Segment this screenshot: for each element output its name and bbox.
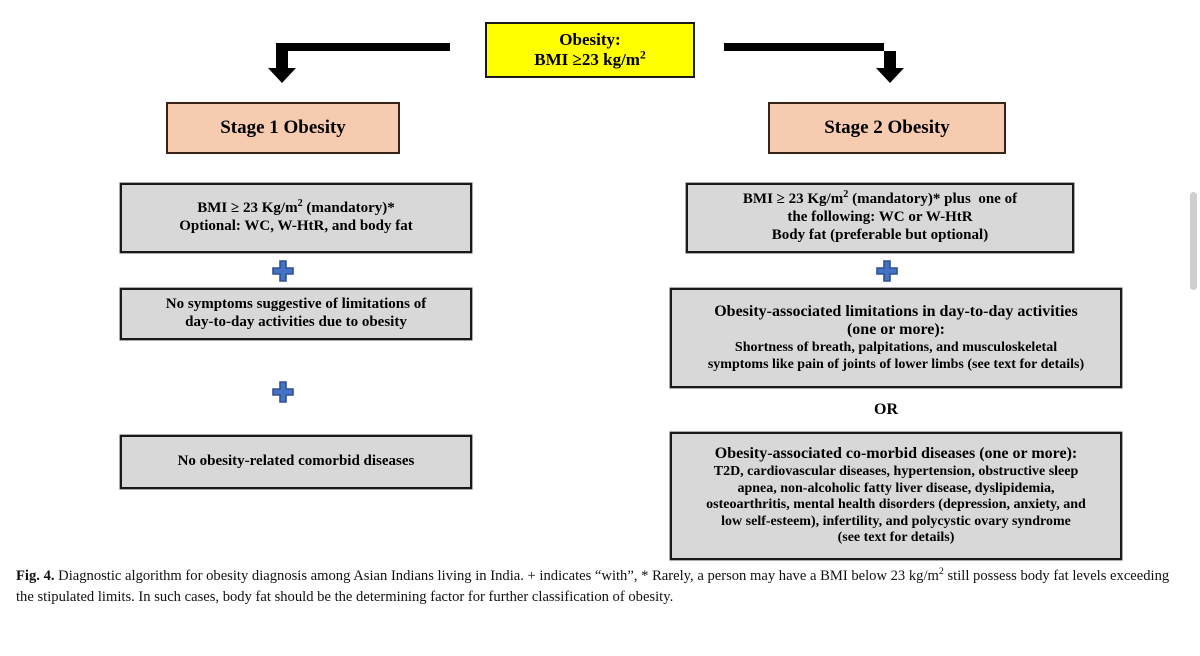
figure-caption: Fig. 4. Diagnostic algorithm for obesity… [16,566,1184,607]
stage-2-comorbid-heading-1: Obesity-associated co-morbid diseases (o… [714,445,1078,463]
stage-2-comorbid-detail-5: (see text for details) [837,530,955,546]
stage-1-criterion-comorbid-box: No obesity-related comorbid diseases [120,435,472,489]
stage-1-symptoms-line-2: day-to-day activities due to obesity [185,314,407,330]
stage-2-limitations-detail-2: symptoms like pain of joints of lower li… [707,356,1085,372]
stage-2-criterion-comorbid-box: Obesity-associated co-morbid diseases (o… [670,432,1122,560]
stage-2-bmi-line-3: Body fat (preferable but optional) [771,226,989,243]
stage-1-comorbid-line-1: No obesity-related comorbid diseases [177,453,415,470]
stage-1-title-label: Stage 1 Obesity [220,116,346,138]
stage-1-criterion-symptoms-box: No symptoms suggestive of limitations of… [120,288,472,340]
plus-icon-stage-1-a [272,260,294,282]
page-scrollbar-thumb[interactable] [1190,192,1197,290]
connector-arrow-left [262,38,452,84]
stage-2-limitations-heading-2: (one or more): [846,321,946,339]
stage-2-bmi-line-1: BMI ≥ 23 Kg/m2 (mandatory)* plus one of [742,189,1018,208]
figure-caption-text-1: Diagnostic algorithm for obesity diagnos… [54,568,939,584]
stage-1-bmi-line-2: Optional: WC, W-HtR, and body fat [179,218,413,234]
obesity-root-line-2: BMI ≥23 kg/m2 [534,48,646,69]
connector-arrow-right [722,38,922,84]
stage-2-comorbid-detail-2: apnea, non-alcoholic fatty liver disease… [737,480,1055,496]
stage-2-comorbid-detail-3: osteoarthritis, mental health disorders … [706,497,1086,513]
or-connector-label: OR [874,401,898,418]
stage-2-title-box: Stage 2 Obesity [768,102,1006,154]
stage-1-bmi-line-1: BMI ≥ 23 Kg/m2 (mandatory)* [197,198,395,217]
stage-2-limitations-heading-1: Obesity-associated limitations in day-to… [714,302,1078,320]
stage-2-limitations-detail-1: Shortness of breath, palpitations, and m… [734,340,1058,356]
stage-2-criterion-limitations-box: Obesity-associated limitations in day-to… [670,288,1122,388]
figure-caption-superscript: 2 [938,566,944,578]
stage-1-title-box: Stage 1 Obesity [166,102,400,154]
page-scrollbar[interactable] [1186,0,1200,656]
stage-2-comorbid-detail-4: low self-esteem), infertility, and polyc… [721,513,1071,529]
plus-icon-stage-1-b [272,381,294,403]
stage-2-comorbid-detail-1: T2D, cardiovascular diseases, hypertensi… [713,464,1079,480]
stage-2-title-label: Stage 2 Obesity [824,116,950,138]
figure-caption-text-2: still possess body fat levels exceeding … [16,568,1170,605]
stage-2-criterion-bmi-box: BMI ≥ 23 Kg/m2 (mandatory)* plus one of … [686,183,1074,253]
stage-1-criterion-bmi-box: BMI ≥ 23 Kg/m2 (mandatory)* Optional: WC… [120,183,472,253]
figure-caption-number: Fig. 4. [16,568,55,584]
stage-2-bmi-line-2: the following: WC or W-HtR [787,209,973,226]
stage-1-symptoms-line-1: No symptoms suggestive of limitations of [165,296,427,313]
obesity-root-line-1: Obesity: [559,29,621,49]
plus-icon-stage-2-a [876,260,898,282]
obesity-root-box: Obesity: BMI ≥23 kg/m2 [485,22,695,78]
